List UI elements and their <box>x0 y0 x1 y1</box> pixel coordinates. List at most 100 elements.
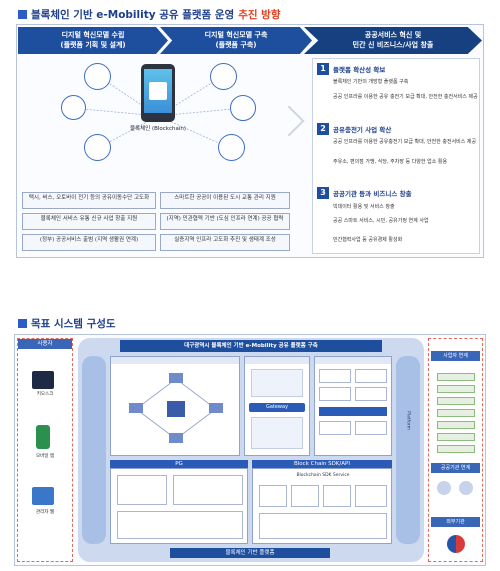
partner-item <box>437 445 475 453</box>
outcome-1-heading: 플랫폼 확산성 확보 <box>333 66 386 74</box>
partner-item <box>437 421 475 429</box>
node-right <box>230 95 256 121</box>
mid-box-3: 실증지역 인프라 고도화 추진 및 생태계 조성 <box>160 234 290 251</box>
section1-title: 블록체인 기반 e-Mobility 공유 플랫폼 운영 추진 방향 <box>18 7 488 21</box>
section-mark-icon <box>18 9 27 19</box>
step1-chevron: 디지털 혁신모델 수립 (플랫폼 기획 및 설계) <box>18 27 168 54</box>
step3-chevron: 공공서비스 혁신 및 민간 신 비즈니스/사업 창출 <box>304 27 482 54</box>
mobile-app-label: 모바일 앱 <box>36 454 54 459</box>
outcome-1-bullet-1: 블록체인 기반의 개방형 플랫폼 구축 <box>333 79 409 85</box>
section2-title-text: 목표 시스템 구성도 <box>31 317 116 330</box>
sdk-block <box>259 485 287 507</box>
outcome-2-number: 2 <box>317 123 329 135</box>
user-column-header: 사용자 <box>18 339 72 349</box>
left-box-1: 택시, 버스, 오토바이 전기 등의 공유이동수단 고도화 <box>22 192 156 209</box>
platform-bar-label: Platform <box>405 411 411 430</box>
partner-column: 사업자 연계 공공기관 연계 외부기관 <box>428 338 483 562</box>
pg-block <box>117 511 243 539</box>
outcome-1-number: 1 <box>317 63 329 75</box>
outcome-list: 1 플랫폼 확산성 확보 블록체인 기반의 개방형 플랫폼 구축 공공 인프라를… <box>312 58 480 254</box>
admin-web-label: 관리자 웹 <box>36 510 54 515</box>
government-emblem-icon <box>447 535 465 553</box>
public-header: 공공기관 연계 <box>431 463 480 473</box>
sdk-header: Block Chain SDK/API <box>252 460 392 468</box>
sdk-service-label: Blockchain SDK Service <box>296 473 350 478</box>
outcome-3-bullet-2: 공공 스마트 서비스, 시민, 공유가정 연계 사업 <box>333 218 429 224</box>
phone-app-icon <box>149 82 167 100</box>
pg-header: PG <box>110 460 248 468</box>
business-header: 사업자 연계 <box>431 351 480 361</box>
section2-title: 목표 시스템 구성도 <box>18 316 318 330</box>
section1-title-main: 블록체인 기반 e-Mobility 공유 플랫폼 운영 <box>31 8 235 21</box>
panel-header <box>315 357 391 364</box>
blockchain-platform-bar: 블록체인 기반 플랫폼 <box>170 548 330 558</box>
panel-sdk: Blockchain SDK Service <box>252 468 392 544</box>
partner-item <box>437 373 475 381</box>
smartphone-icon <box>141 64 175 122</box>
app-card <box>251 417 303 449</box>
mid-box-2: (지역) 민관협력 기반 (도심 인프라 연계) 공공 협력 <box>160 213 290 230</box>
admin-web-icon <box>32 487 54 505</box>
partner-item <box>437 409 475 417</box>
mid-box-1: 스마트한 공공이 이용된 도시 교통 관리 지원 <box>160 192 290 209</box>
outcome-2-bullet-2: 주유소, 편의점 가맹, 식당, 주차장 등 다양한 업소 활용 <box>333 159 448 165</box>
sdk-block <box>291 485 319 507</box>
right-interface-bar <box>396 356 420 544</box>
module-block <box>355 369 387 383</box>
step2-line2: (플랫폼 구축) <box>215 41 257 49</box>
panel-header <box>245 357 309 364</box>
module-block <box>319 421 351 435</box>
left-interface-bar <box>82 356 106 544</box>
outcome-3-bullet-3: 민간협력사업 등 공유경제 활성화 <box>333 237 403 243</box>
left-box-2: 블록체인 서비스 유통 신규 사업 창출 지원 <box>22 213 156 230</box>
module-block <box>319 369 351 383</box>
external-header: 외부기관 <box>431 517 480 527</box>
panel-apps: Gateway <box>244 356 310 456</box>
step2-line1: 디지털 혁신모델 구축 <box>204 31 268 39</box>
node-top-left <box>84 63 111 90</box>
panel-header <box>111 357 239 364</box>
node-bottom-left <box>84 134 111 161</box>
outcome-3-heading: 공공기관 등과 비즈니스 창출 <box>333 190 412 198</box>
module-block <box>355 421 387 435</box>
sdk-block <box>355 485 387 507</box>
node-left <box>61 95 86 120</box>
kiosk-icon <box>32 371 54 389</box>
section1-title-highlight: 추진 방향 <box>238 8 281 21</box>
blockchain-label: 블록체인 (Blockchain) <box>129 126 187 132</box>
outcome-2-bullet-1: 공공 인프라를 이용한 공유충전기 보급 확대, 안전한 충전서비스 제공 <box>333 139 477 145</box>
node-bottom-right <box>218 134 245 161</box>
partner-item <box>437 385 475 393</box>
panel-modules <box>314 356 392 456</box>
panel-service-platform <box>110 356 240 456</box>
sdk-block <box>323 485 351 507</box>
pg-block <box>117 475 167 505</box>
outcome-2-heading: 공유충전기 사업 확산 <box>333 126 392 134</box>
step1-line1: 디지털 혁신모델 수립 <box>61 31 125 39</box>
network-diagram-icon <box>129 373 223 443</box>
module-block <box>355 387 387 401</box>
module-bar <box>319 407 387 416</box>
partner-item <box>437 433 475 441</box>
section-mark-icon <box>18 318 27 328</box>
user-column: 사용자 키오스크 모바일 앱 관리자 웹 <box>17 338 73 562</box>
partner-item <box>437 397 475 405</box>
kiosk-label: 키오스크 <box>36 392 54 397</box>
module-block <box>319 387 351 401</box>
outcome-1-bullet-2: 공공 인프라를 이용한 공유 충전기 보급 확대, 안전한 충전서비스 제공 <box>333 94 478 100</box>
step2-chevron: 디지털 혁신모델 구축 (플랫폼 구축) <box>160 27 312 54</box>
outcome-3-bullet-1: 빅데이터 활용 및 서비스 창출 <box>333 204 395 210</box>
step1-line2: (플랫폼 기획 및 설계) <box>60 41 126 49</box>
mobile-app-icon <box>36 425 50 449</box>
outcome-3-number: 3 <box>317 187 329 199</box>
panel-pg <box>110 468 248 544</box>
step3-line1: 공공서비스 혁신 및 <box>364 31 422 39</box>
platform-banner: 대구광역시 블록체인 기반 e-Mobility 공유 플랫폼 구축 <box>120 340 382 352</box>
public-agency-icon <box>437 481 451 495</box>
app-card <box>251 369 303 397</box>
node-top-right <box>210 63 237 90</box>
pg-block <box>173 475 243 505</box>
gateway-pill: Gateway <box>249 403 305 412</box>
sdk-block <box>259 513 387 539</box>
step3-line2: 민간 신 비즈니스/사업 창출 <box>352 41 434 49</box>
